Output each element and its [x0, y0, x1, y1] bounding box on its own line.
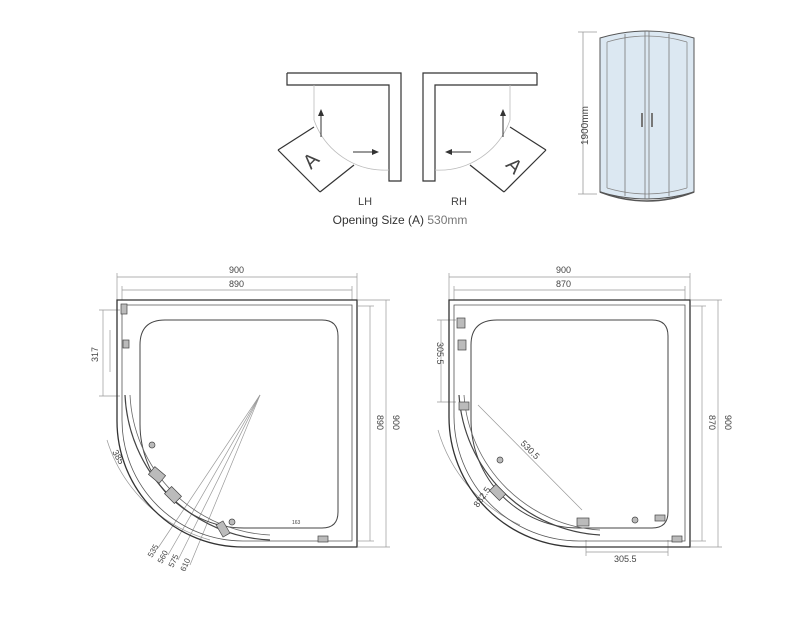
lh-door-diagram	[277, 72, 402, 193]
opening-size-caption: Opening Size (A) 530mm	[0, 213, 800, 227]
left-tiny-label: 163	[292, 520, 301, 526]
right-inner-depth: 870	[707, 415, 717, 430]
right-outer-width: 900	[556, 265, 571, 275]
right-outer-depth: 900	[723, 415, 733, 430]
right-side-small: 305.5	[435, 342, 445, 365]
left-outer-depth: 900	[391, 415, 401, 430]
rh-door-diagram	[422, 72, 547, 193]
left-inner-width: 890	[229, 279, 244, 289]
left-inner-depth: 890	[375, 415, 385, 430]
rh-label: RH	[451, 196, 467, 208]
left-fan-4: 610	[179, 556, 193, 572]
lh-door-mark: A	[299, 148, 324, 173]
enclosure-elevation	[599, 30, 695, 202]
height-dimension	[578, 31, 597, 195]
opening-caption-label: Opening Size (A)	[332, 213, 425, 227]
height-label: 1900mm	[580, 106, 591, 145]
left-side-small: 317	[90, 347, 100, 362]
left-plan-view	[99, 273, 390, 566]
right-plan-view	[437, 273, 722, 556]
opening-caption-value: 530mm	[427, 213, 468, 227]
rh-door-mark: A	[501, 154, 526, 179]
right-inner-width: 870	[556, 279, 571, 289]
lh-label: LH	[358, 196, 372, 208]
right-bottom-small: 305.5	[614, 554, 637, 564]
left-outer-width: 900	[229, 265, 244, 275]
right-radius: 832.5	[471, 485, 492, 509]
